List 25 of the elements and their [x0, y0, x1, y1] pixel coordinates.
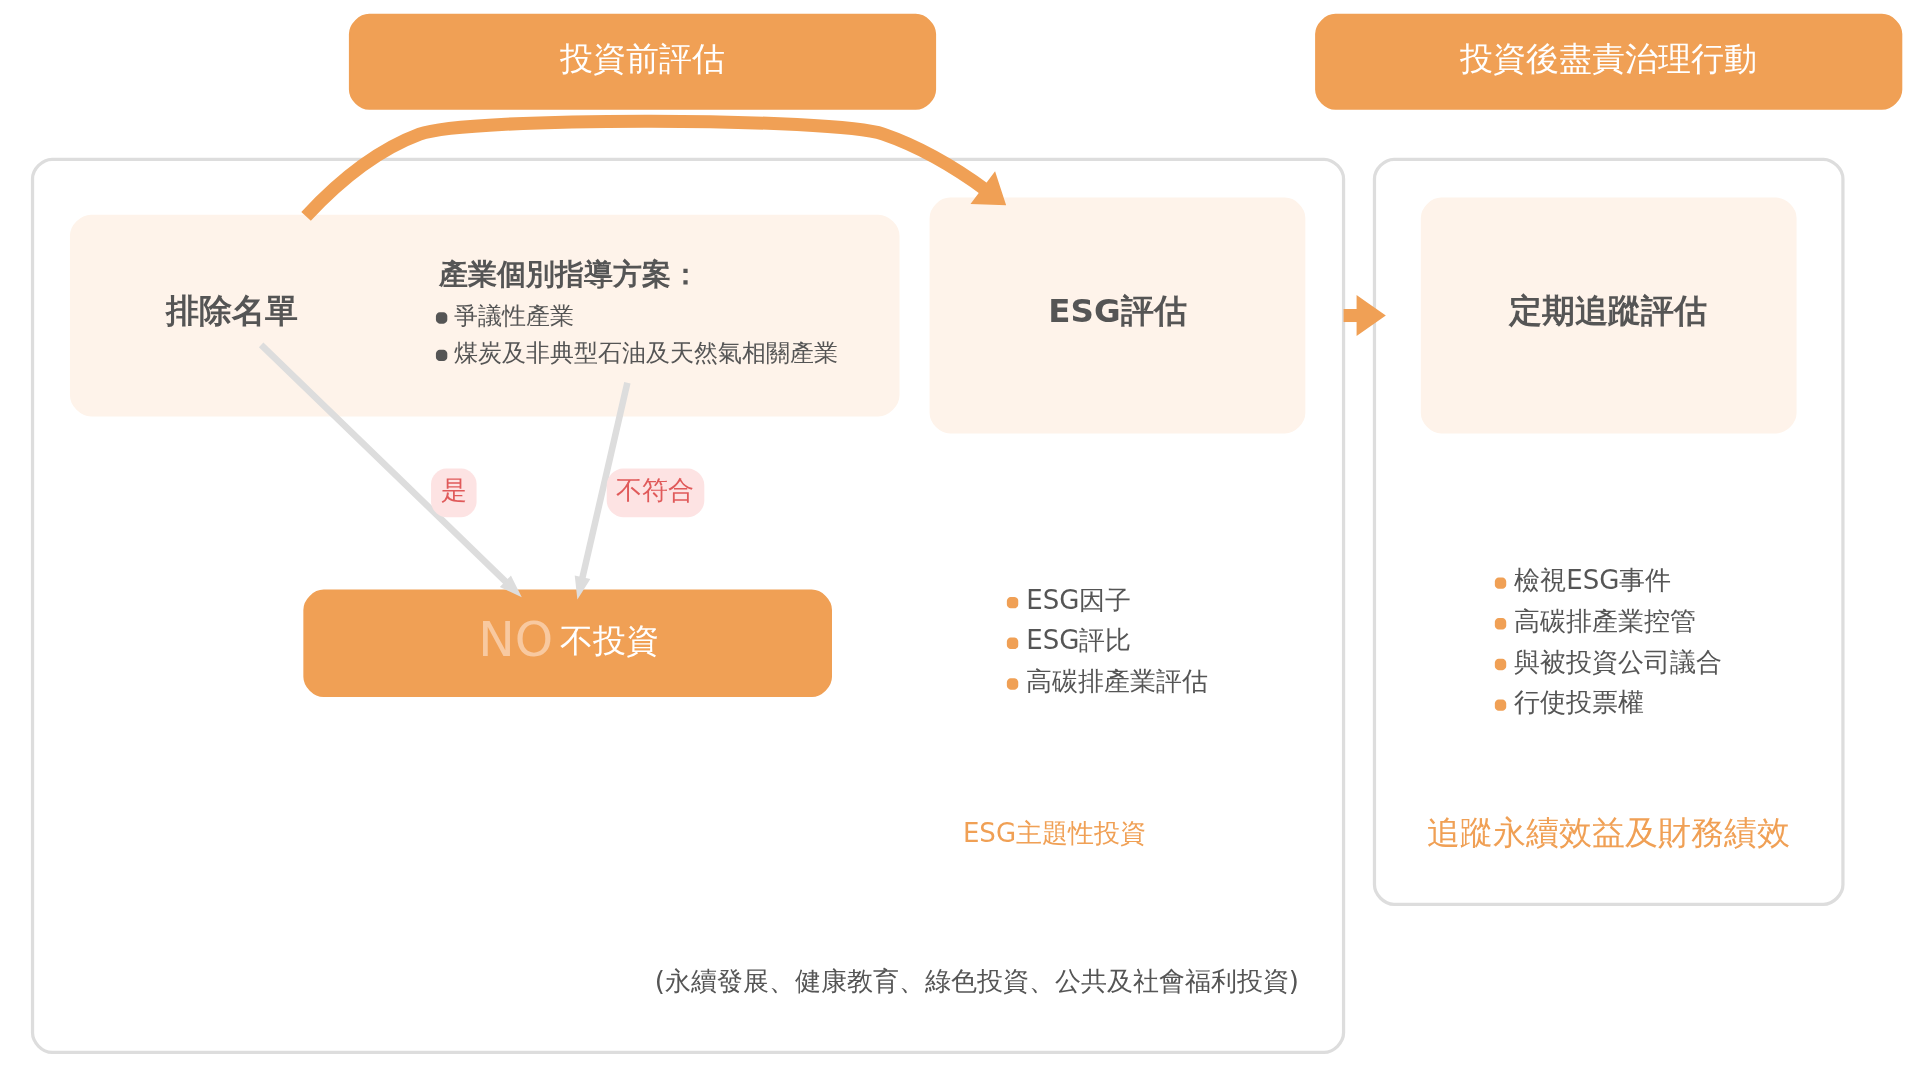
node-label: ESG因子	[1025, 584, 1131, 615]
node-label: 高碳排產業評估	[1025, 666, 1208, 697]
label: ESG主題性投資	[962, 818, 1146, 849]
arrow	[574, 382, 631, 600]
label: 追蹤永續效益及財務績效	[1426, 814, 1790, 853]
node-label: 高碳排產業控管	[1513, 605, 1696, 636]
node-label: 行使投票權	[1513, 687, 1644, 718]
node-label: 與被投資公司議合	[1513, 646, 1722, 677]
arrow	[300, 114, 1006, 221]
arrow	[1343, 295, 1386, 336]
cluster	[1372, 157, 1845, 906]
label: (永續發展、健康教育、綠色投資、公共及社會福利投資)	[654, 966, 1299, 997]
node-box: 投資前評估	[348, 13, 936, 110]
node-text: 排除名單	[165, 292, 298, 331]
edge-label: 不符合	[615, 475, 694, 506]
node-label: ESG評比	[1025, 625, 1131, 656]
node-box: ESG評估	[929, 197, 1305, 434]
cluster	[30, 157, 1345, 1054]
node-text: 產業個別指導方案： 爭議性產業 煤炭及非典型石油及天然氣相關產業	[438, 256, 838, 368]
cluster	[69, 214, 899, 417]
node-box: NO 不投資	[302, 589, 832, 697]
arrow	[258, 342, 522, 598]
edge-label: 是	[440, 475, 467, 506]
node-box: 投資後盡責治理行動	[1314, 13, 1902, 110]
node-label: 檢視ESG事件	[1513, 565, 1671, 596]
